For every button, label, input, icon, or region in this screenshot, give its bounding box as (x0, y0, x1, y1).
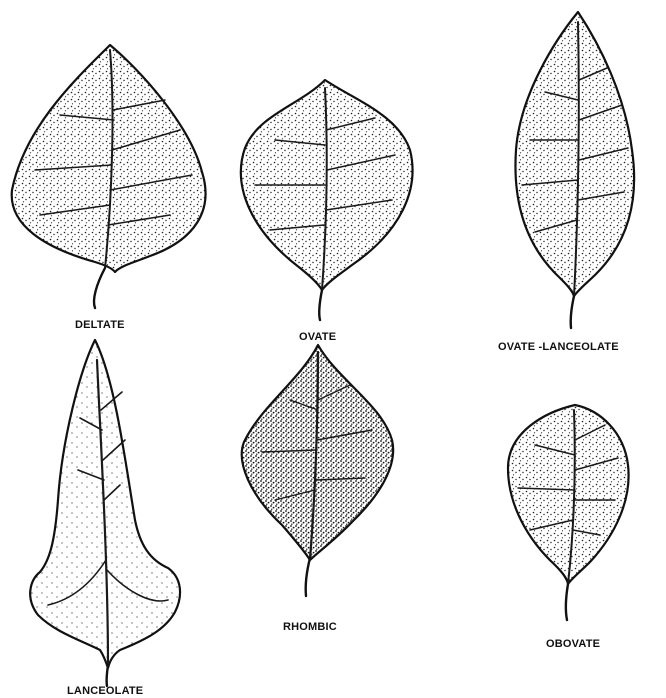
ovate-leaf-icon (241, 80, 413, 320)
ovate-lanceolate-leaf-icon (515, 12, 634, 328)
ovate-lanceolate-label: OVATE -LANCEOLATE (498, 341, 619, 353)
deltate-label: DELTATE (75, 319, 125, 331)
deltate-leaf-icon (12, 45, 206, 308)
lanceolate-leaf-icon (30, 340, 180, 686)
rhombic-label: RHOMBIC (283, 621, 337, 633)
obovate-leaf-icon (508, 405, 629, 620)
obovate-label: OBOVATE (546, 638, 600, 650)
ovate-label: OVATE (299, 331, 336, 343)
lanceolate-label: LANCEOLATE (67, 685, 143, 697)
rhombic-leaf-icon (242, 345, 393, 596)
